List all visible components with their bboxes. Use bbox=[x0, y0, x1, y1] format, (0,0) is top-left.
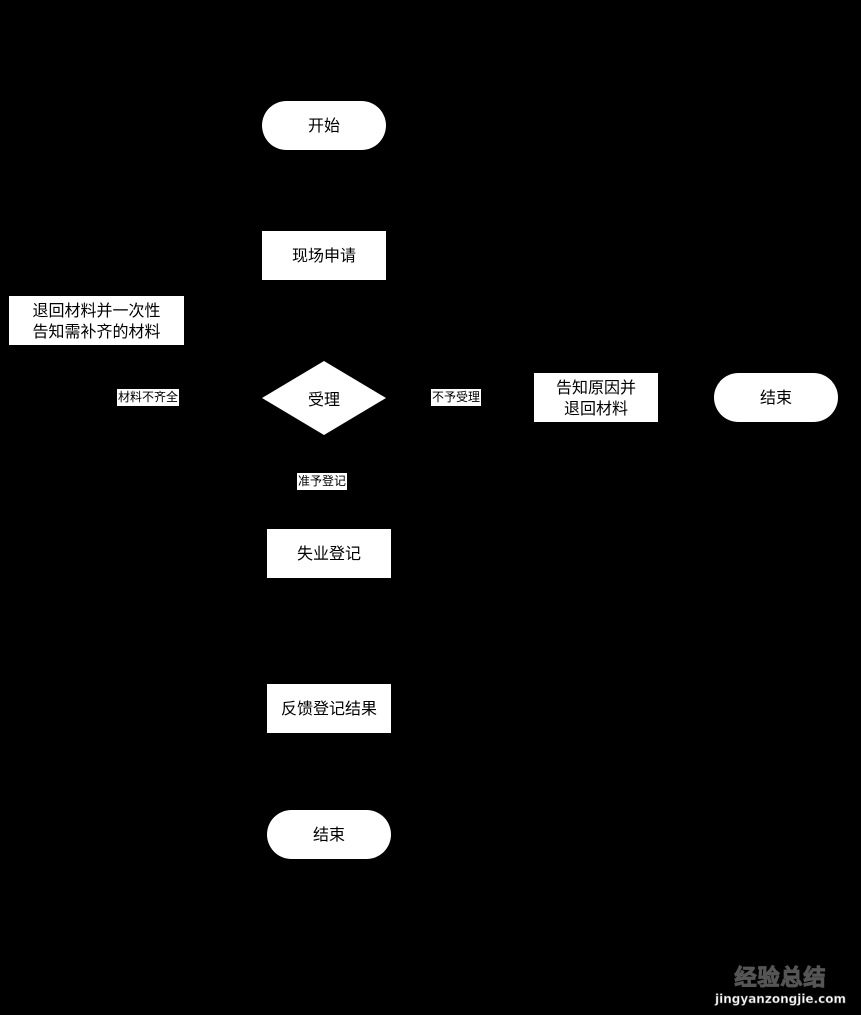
register-label: 失业登记 bbox=[296, 544, 361, 563]
end-bottom-node: 结束 bbox=[267, 810, 391, 859]
end-right-node: 结束 bbox=[714, 373, 838, 422]
start-node: 开始 bbox=[262, 101, 386, 150]
watermark-cn-red: 总结 bbox=[780, 966, 827, 992]
return-materials-node: 退回材料并一次性 告知需补齐的材料 bbox=[9, 296, 184, 345]
register-node: 失业登记 bbox=[267, 529, 391, 578]
edge-label-incomplete: 材料不齐全 bbox=[117, 389, 180, 406]
feedback-node: 反馈登记结果 bbox=[267, 684, 391, 733]
apply-label: 现场申请 bbox=[291, 246, 356, 265]
watermark-logo: 经验总结 jingyanzongjie.com bbox=[708, 960, 853, 1007]
watermark-cn-white: 经验 bbox=[734, 966, 781, 992]
feedback-label: 反馈登记结果 bbox=[280, 699, 377, 718]
end-right-label: 结束 bbox=[759, 388, 792, 407]
notify-reason-line1: 告知原因并 bbox=[555, 377, 636, 397]
edge-label-rejected: 不予受理 bbox=[431, 389, 482, 406]
notify-reason-line2: 退回材料 bbox=[563, 398, 628, 418]
accept-label: 受理 bbox=[307, 390, 340, 409]
apply-node: 现场申请 bbox=[262, 231, 386, 280]
accept-decision-node: 受理 bbox=[262, 361, 386, 435]
diamond-shape bbox=[262, 361, 386, 435]
start-label: 开始 bbox=[307, 116, 340, 135]
return-materials-line2: 告知需补齐的材料 bbox=[32, 321, 161, 341]
edge-label-approved: 准予登记 bbox=[297, 473, 348, 490]
end-bottom-label: 结束 bbox=[312, 825, 345, 844]
watermark-domain: jingyanzongjie.com bbox=[715, 992, 846, 1007]
notify-reason-node: 告知原因并 退回材料 bbox=[534, 373, 658, 422]
return-materials-line1: 退回材料并一次性 bbox=[32, 300, 161, 320]
